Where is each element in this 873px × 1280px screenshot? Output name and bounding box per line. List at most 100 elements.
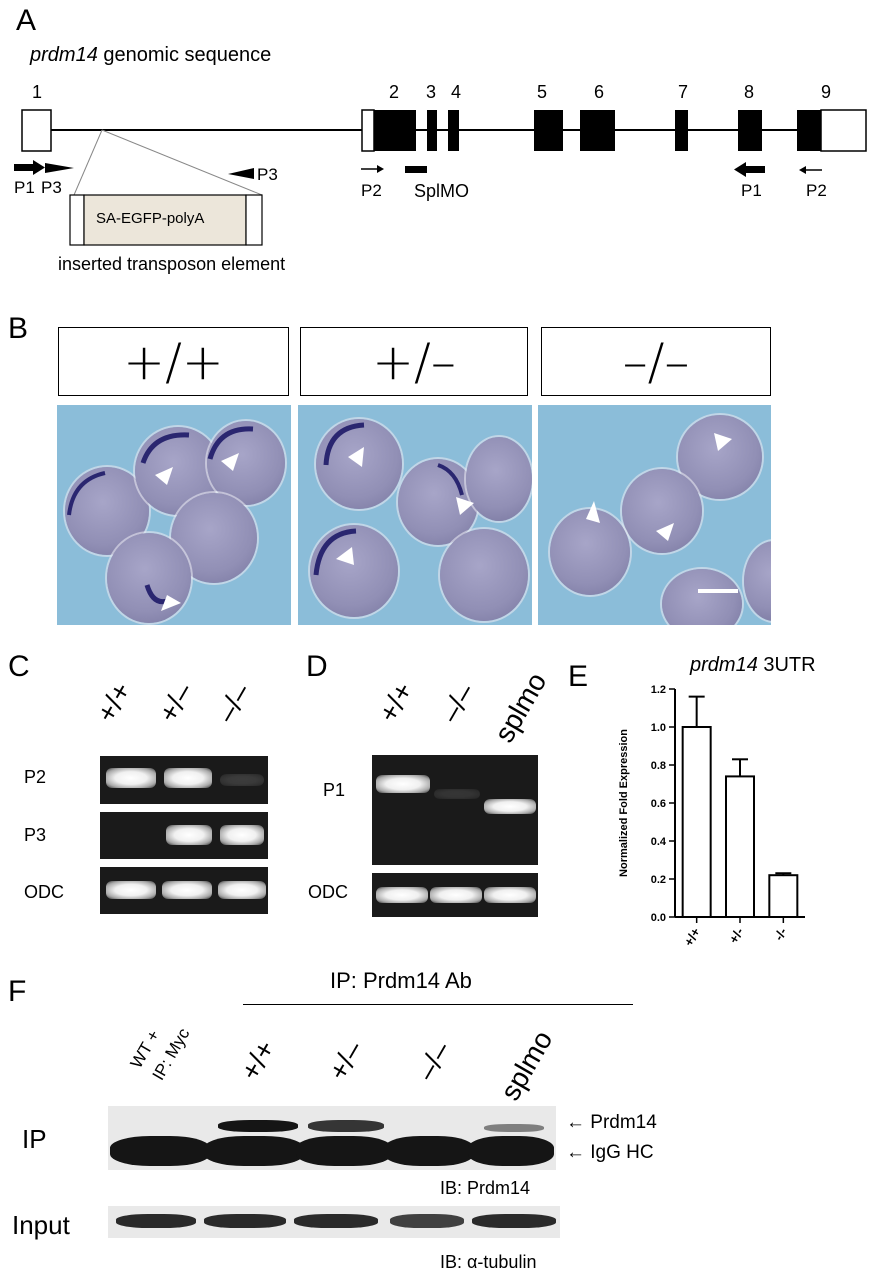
primer-p2-forward xyxy=(377,165,384,173)
gene-structure-diagram xyxy=(14,109,867,246)
exon-number-2: 2 xyxy=(389,82,400,102)
western-blot-ip xyxy=(108,1106,556,1170)
y-tick-label: 0.0 xyxy=(651,912,666,924)
exon-5 xyxy=(534,110,563,151)
genotype-box-mut: –/– xyxy=(541,327,771,396)
arrow-label-prdm14: ← Prdm14 xyxy=(566,1112,657,1133)
bar-2 xyxy=(768,874,799,918)
arrowhead-marker xyxy=(656,523,674,541)
embryo-photo-wt xyxy=(57,405,291,625)
ip-header: IP: Prdm14 Ab xyxy=(330,968,472,993)
row-label-p2: P2 xyxy=(24,767,47,787)
ip-header-line xyxy=(243,1004,633,1005)
panel-e-letter: E xyxy=(568,660,589,693)
genotype-box-het: +/– xyxy=(300,327,528,396)
lane-label-d-mut: –/– xyxy=(434,678,481,728)
scale-bar xyxy=(698,589,738,593)
exon-9 xyxy=(797,110,821,151)
panel-b-letter: B xyxy=(8,312,29,345)
exon-number-1: 1 xyxy=(32,82,43,102)
lane-label-f-splmo: splmo xyxy=(494,1025,559,1106)
primer-p1-forward xyxy=(33,160,45,175)
exon-2 xyxy=(374,110,416,151)
row-label-ip: IP xyxy=(22,1124,47,1154)
bar-1 xyxy=(725,775,755,919)
splmo-bar xyxy=(405,166,427,173)
exon-8 xyxy=(738,110,762,151)
exon-9-utr xyxy=(820,109,867,152)
panel-a-letter: A xyxy=(16,4,37,37)
exon-number-7: 7 xyxy=(678,82,689,102)
exon-number-9: 9 xyxy=(821,82,832,102)
transposon-cassette-left xyxy=(69,194,85,246)
arrowhead-marker xyxy=(161,595,181,611)
exon-number-6: 6 xyxy=(594,82,605,102)
exon-1 xyxy=(21,109,52,152)
y-tick-label: 0.2 xyxy=(651,874,666,886)
lane-label-c-het: +/– xyxy=(152,677,199,728)
panel-d-letter: D xyxy=(306,650,328,683)
primer-p3-forward xyxy=(45,163,74,173)
arrowhead-marker xyxy=(155,467,173,485)
western-blot-input xyxy=(108,1206,560,1238)
exon-number-3: 3 xyxy=(426,82,437,102)
arrowhead-marker xyxy=(714,433,732,451)
row-label-odc-d: ODC xyxy=(308,882,348,902)
row-label-p3: P3 xyxy=(24,825,47,845)
lane-label-f-wt: +/+ xyxy=(234,1034,282,1086)
y-tick-label: 1.2 xyxy=(651,684,666,696)
chart-title: prdm14 3UTR xyxy=(690,654,816,677)
gel-d-p1 xyxy=(372,755,538,865)
lane-label-c-mut: –/– xyxy=(210,678,257,728)
lane-label-c-wt: +/+ xyxy=(90,676,138,728)
panel-c-letter: C xyxy=(8,650,30,683)
gene-title-rest: genomic sequence xyxy=(97,44,272,66)
transposon-cassette xyxy=(83,194,247,246)
transposon-label: inserted transposon element xyxy=(58,254,286,274)
embryo-photo-mut xyxy=(538,405,771,625)
primer-label-p1-reverse: P1 xyxy=(741,181,762,200)
arrowhead-marker xyxy=(456,497,474,515)
arrowhead-marker xyxy=(336,547,354,565)
x-tick-label: +/+ xyxy=(681,925,704,949)
row-label-input: Input xyxy=(12,1210,70,1240)
lane-label-d-wt: +/+ xyxy=(372,676,420,728)
exon-4 xyxy=(448,110,459,151)
arrow-label-igg: ← IgG HC xyxy=(566,1142,654,1163)
arrowhead-marker xyxy=(586,501,600,523)
y-tick-label: 0.6 xyxy=(651,798,666,810)
arrowhead-marker xyxy=(221,453,239,471)
chart-title-gene: prdm14 xyxy=(690,654,758,676)
ib-label-tubulin: IB: α-tubulin xyxy=(440,1252,537,1272)
gel-c-odc xyxy=(100,867,268,914)
gel-c-p2 xyxy=(100,756,268,804)
arrowhead-marker xyxy=(348,447,364,467)
y-tick-label: 1.0 xyxy=(651,722,666,734)
exon-7 xyxy=(675,110,688,151)
gene-name: prdm14 xyxy=(30,44,98,66)
exon-6 xyxy=(580,110,615,151)
row-label-p1: P1 xyxy=(323,780,346,800)
primer-p1-reverse xyxy=(734,162,746,177)
cassette-label: SA-EGFP-polyA xyxy=(96,210,205,227)
primer-label-p3: P3 xyxy=(41,178,62,197)
x-tick-label: +/- xyxy=(726,925,747,946)
exon-number-8: 8 xyxy=(744,82,755,102)
chart-title-rest: 3UTR xyxy=(757,654,816,676)
primer-label-p1: P1 xyxy=(14,178,35,197)
splmo-label: SplMO xyxy=(414,181,470,201)
lane-label-d-splmo: splmo xyxy=(488,667,553,748)
primer-p2-reverse xyxy=(799,166,806,174)
y-tick-label: 0.8 xyxy=(651,760,666,772)
gel-c-p3 xyxy=(100,812,268,859)
embryo-photo-het xyxy=(298,405,532,625)
gel-d-odc xyxy=(372,873,538,917)
exon-number-4: 4 xyxy=(451,82,462,102)
gene-structure-title: prdm14 genomic sequence xyxy=(30,44,271,67)
y-tick-label: 0.4 xyxy=(651,836,667,848)
primer-label-p2: P2 xyxy=(361,181,382,200)
exon-number-5: 5 xyxy=(537,82,548,102)
row-label-odc: ODC xyxy=(24,882,64,902)
panel-f-letter: F xyxy=(8,975,27,1008)
